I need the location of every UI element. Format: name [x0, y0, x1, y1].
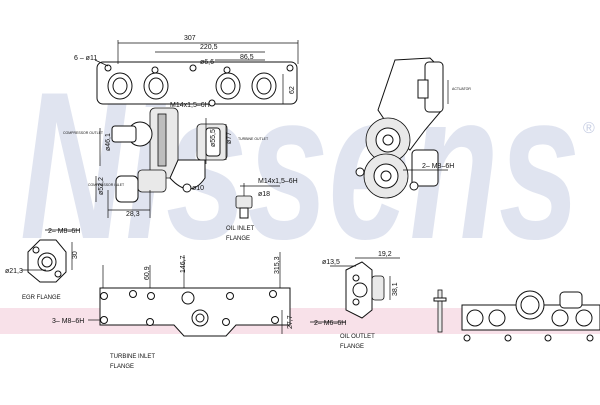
dim-dia-46: ø46,1 [105, 133, 112, 151]
note-compressor-outlet: COMPRESSOR OUTLET [63, 131, 104, 135]
dim-side-thread: 2– M8–6H [422, 163, 454, 170]
turbine-inlet-label-line2: FLANGE [110, 364, 134, 370]
top-dimension-lines [94, 40, 299, 218]
dim-len-28: 28,3 [126, 211, 140, 218]
dim-flange-height: 62 [289, 86, 296, 94]
dim-dia-77: ø77 [226, 132, 233, 144]
note-turbine-outlet: TURBINE OUTLET [238, 137, 269, 141]
gasket-set [433, 289, 600, 342]
turbine-inlet-label-line1: TURBINE INLET [110, 354, 155, 360]
oil-outlet-label-line2: FLANGE [340, 344, 364, 350]
dim-dia-55: ø55,5 [210, 129, 217, 147]
oil-outlet-label-line1: OIL OUTLET [340, 334, 375, 340]
dim-hole-dia: ø6,6 [200, 59, 214, 66]
turbo-side-view: 2– M8–6H [355, 57, 454, 199]
manifold-top-view [96, 61, 298, 203]
dim-thread-right: M14x1,5–6H [258, 178, 298, 185]
dim-ti-315: 315,3 [274, 256, 281, 274]
oil-inlet-label-line1: OIL INLET [226, 226, 254, 232]
note-compressor-inlet: COMPRESSOR INLET [88, 183, 125, 187]
dim-oo-thread: 2– M6–6H [314, 320, 346, 327]
manifold-bolt-holes [104, 64, 294, 107]
dim-oo-38: 38,1 [392, 282, 399, 296]
dim-top-pitch: 86,5 [240, 54, 254, 61]
dim-egr-dia: ø21,3 [5, 268, 23, 275]
dim-egr-30: 30 [72, 251, 79, 259]
dim-thread-left: M14x1,5–6H [170, 102, 210, 109]
dim-holes-count: 6 – ø11 [74, 55, 97, 62]
turbine-inlet-flange: 60,9 146,7 315,3 3– M8–6H 27,7 TURBINE I… [52, 252, 294, 370]
dim-oo-19: 19,2 [378, 251, 392, 258]
dim-ti-thread: 3– M8–6H [52, 318, 84, 325]
dim-ti-146: 146,7 [180, 255, 187, 273]
dim-egr-thread: 2– M8–6H [48, 228, 80, 235]
egr-flange: 2– M8–6H 30 ø21,3 EGR FLANGE [5, 228, 80, 301]
oil-outlet-flange: ø13,5 19,2 38,1 2– M6–6H OIL OUTLET FLAN… [310, 251, 400, 350]
dim-ti-27: 27,7 [287, 315, 294, 329]
watermark-registered-mark: ® [583, 120, 595, 137]
dim-dia-52: ø52,2 [98, 177, 105, 195]
note-actuator: ACTUATOR [452, 87, 471, 91]
dim-dia-10: ø10 [192, 185, 204, 192]
dim-oo-dia: ø13,5 [322, 259, 340, 266]
flow-notes: COMPRESSOR OUTLET COMPRESSOR INLET TURBI… [63, 87, 471, 187]
dim-ti-60: 60,9 [144, 266, 151, 280]
manifold-ports [107, 72, 277, 100]
dim-top-length: 307 [184, 35, 196, 42]
dim-dia-18: ø18 [258, 191, 270, 198]
oil-inlet-label-line2: FLANGE [226, 236, 250, 242]
oil-inlet-flange: M14x1,5–6H ø18 OIL INLET FLANGE [226, 178, 298, 242]
egr-flange-label: EGR FLANGE [22, 295, 61, 301]
dim-top-span: 220,5 [200, 44, 218, 51]
top-dimension-text: 307 220,5 86,5 6 – ø11 ø6,6 62 M14x1,5–6… [74, 35, 296, 218]
